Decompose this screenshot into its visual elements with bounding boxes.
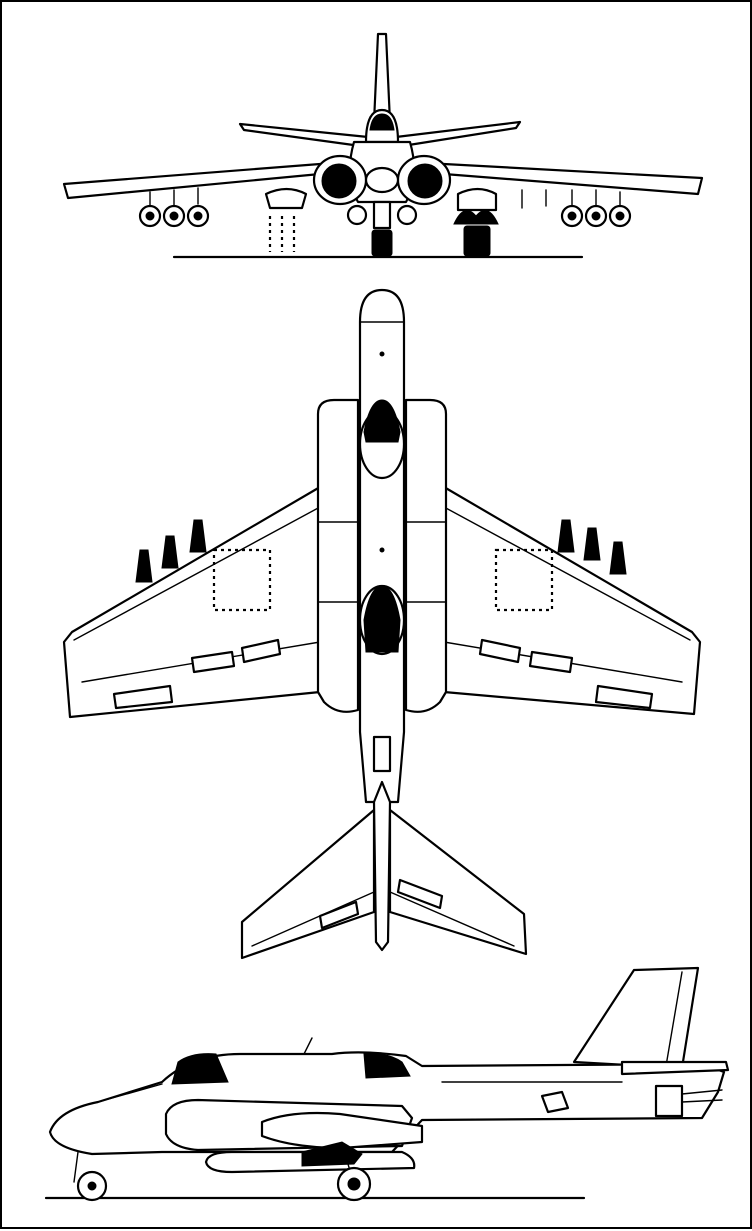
right-aileron-top bbox=[594, 684, 654, 710]
right-elevator-top bbox=[396, 878, 444, 910]
side-view bbox=[44, 966, 730, 1202]
tail-boom-top bbox=[372, 735, 392, 773]
rear-canopy-side bbox=[363, 1053, 411, 1079]
left-wing-pod-front bbox=[264, 187, 308, 210]
right-wing-pylons-top bbox=[557, 519, 627, 575]
antenna-side bbox=[303, 1037, 313, 1055]
right-wing-dashed-panel bbox=[494, 548, 554, 612]
right-main-wheel-front bbox=[463, 225, 491, 257]
right-intake bbox=[407, 163, 443, 199]
nose-radome-front bbox=[364, 166, 400, 194]
left-tailplane-front bbox=[238, 122, 370, 149]
underbelly-store-left bbox=[346, 204, 368, 226]
vertical-fin-front bbox=[372, 32, 392, 124]
right-flap-2-top bbox=[478, 638, 522, 664]
top-view bbox=[62, 288, 702, 960]
forward-seat-top bbox=[363, 399, 401, 443]
vertical-fin-side bbox=[572, 966, 700, 1070]
left-rocket-pods-front bbox=[138, 187, 210, 228]
left-flap-2-top bbox=[240, 638, 282, 664]
nose-wheel-front bbox=[371, 229, 393, 257]
forward-canopy-side bbox=[171, 1053, 229, 1085]
tail-exhaust-side bbox=[654, 1084, 684, 1118]
left-stabilizer-top bbox=[240, 808, 376, 960]
tailplane-side bbox=[620, 1060, 730, 1076]
canopy-glass-front bbox=[369, 113, 395, 131]
left-nacelle-top bbox=[316, 398, 360, 713]
nose-gear-strut-front bbox=[372, 200, 392, 230]
rear-seat-top bbox=[363, 585, 401, 653]
left-elevator-top bbox=[318, 900, 360, 930]
right-stabilizer-top bbox=[388, 808, 528, 956]
right-main-gear-front bbox=[453, 210, 499, 225]
right-wing-top bbox=[442, 485, 702, 716]
right-tailplane-front bbox=[394, 120, 522, 149]
underwing-store-side bbox=[260, 1111, 424, 1150]
right-rocket-pods-front bbox=[521, 189, 632, 228]
right-nacelle-top bbox=[404, 398, 448, 713]
left-intake bbox=[321, 163, 357, 199]
fuselage-hatch-side bbox=[540, 1090, 570, 1114]
pylon-store-side bbox=[301, 1141, 363, 1167]
right-flap-1-top bbox=[528, 650, 574, 674]
right-wing-pod-front bbox=[456, 187, 498, 212]
fuselage-top bbox=[358, 288, 406, 804]
left-wing-top bbox=[62, 485, 322, 719]
left-aileron-top bbox=[112, 684, 174, 710]
tail-spine-top bbox=[372, 780, 392, 952]
left-flap-1-top bbox=[190, 650, 236, 674]
left-wing-pylons-top bbox=[135, 519, 207, 583]
left-wing-dashed-panel bbox=[212, 548, 272, 612]
underbelly-store-right bbox=[396, 204, 418, 226]
front-view bbox=[62, 32, 704, 259]
nose-gear-strut-side bbox=[73, 1151, 79, 1183]
